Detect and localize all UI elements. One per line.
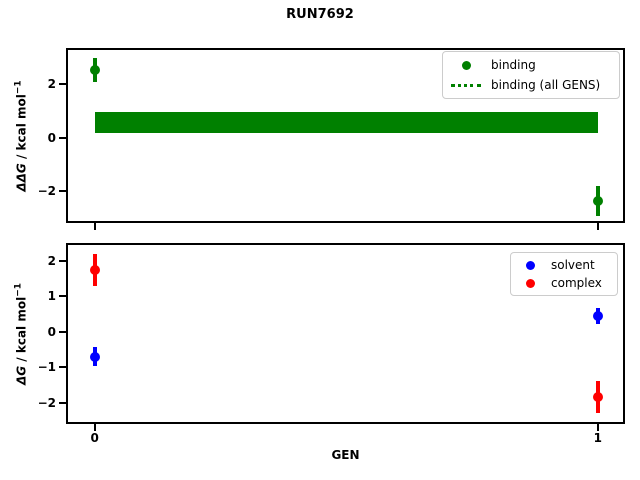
x-tick-label: 1 [593,431,602,445]
y-tick-label: 0 [47,324,56,339]
legend-solvent-complex: solvent complex [510,252,618,296]
legend-label-complex: complex [551,276,602,290]
dotted-line-icon [449,83,483,87]
y-tick-label: −2 [37,184,56,199]
x-tick-label: 0 [90,431,99,445]
band-binding-all-gens [94,111,598,134]
dg-unit: / kcal mol [14,296,29,366]
x-tick-mark [596,424,599,431]
lower-y-axis-label: ΔG / kcal mol−1 [14,283,29,385]
x-axis-label: GEN [331,448,360,462]
chart-title: RUN7692 [286,7,354,22]
upper-y-axis-label: ΔΔG / kcal mol−1 [14,80,29,191]
legend-binding: binding binding (all GENS) [442,51,620,99]
x-tick-mark [93,223,96,230]
y-tick-mark [59,366,66,369]
complex-dot-icon [517,278,543,288]
y-tick-label: 1 [47,289,56,304]
legend-item-binding: binding [449,55,613,75]
y-tick-mark [59,330,66,333]
y-tick-label: 2 [47,253,56,268]
data-point-complex [89,264,100,275]
data-point-solvent [592,310,603,321]
data-point-complex [592,392,603,403]
legend-item-solvent: solvent [517,256,611,274]
legend-item-complex: complex [517,274,611,292]
y-tick-label: 2 [47,76,56,91]
y-tick-mark [59,295,66,298]
legend-label-solvent: solvent [551,258,595,272]
dg-symbol: ΔG [14,365,29,386]
dg-exponent: −1 [13,282,24,297]
legend-label-binding: binding [491,58,536,72]
x-tick-mark [93,424,96,431]
y-tick-mark [59,136,66,139]
data-point-solvent [89,351,100,362]
legend-label-binding-all-gens: binding (all GENS) [491,78,601,92]
ddg-unit: / kcal mol [14,94,29,164]
x-tick-mark [596,223,599,230]
data-point-binding [89,65,100,76]
data-point-binding [592,195,603,206]
ddg-exponent: −1 [13,80,24,95]
y-tick-mark [59,190,66,193]
y-tick-label: 0 [47,130,56,145]
legend-item-binding-all-gens: binding (all GENS) [449,75,613,95]
y-tick-mark [59,259,66,262]
y-tick-label: −2 [37,395,56,410]
binding-dot-icon [449,60,483,70]
y-tick-mark [59,401,66,404]
y-tick-label: −1 [37,360,56,375]
solvent-dot-icon [517,260,543,270]
ddg-symbol: ΔΔG [14,163,29,192]
y-tick-mark [59,82,66,85]
